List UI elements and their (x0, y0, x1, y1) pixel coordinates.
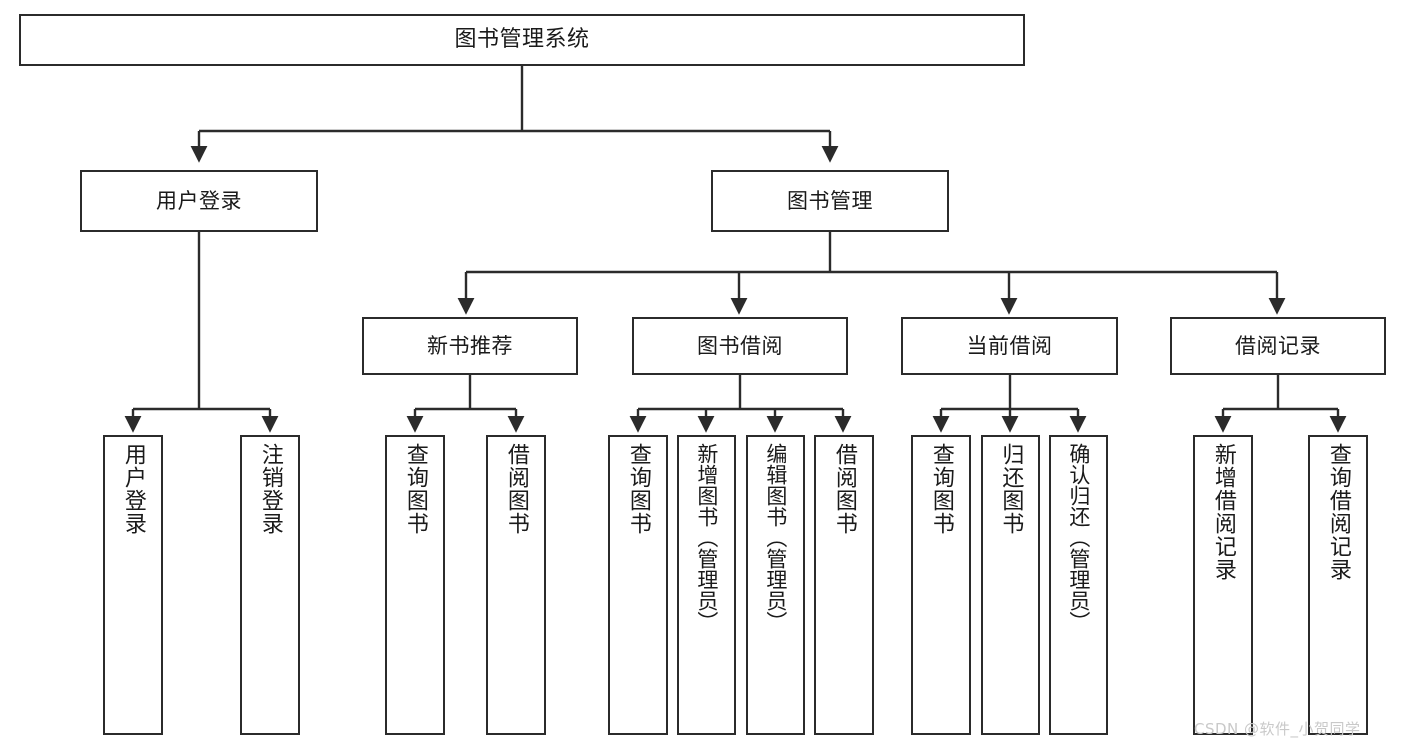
node-label: 新书推荐 (427, 333, 513, 358)
node-root-system[interactable]: 图书管理系统 (19, 14, 1025, 66)
node-label: 编辑图书（管理员） (763, 443, 788, 632)
leaf-current-return-book[interactable]: 归还图书 (981, 435, 1040, 735)
node-label: 借阅图书 (831, 443, 857, 535)
node-current-borrow[interactable]: 当前借阅 (901, 317, 1118, 375)
leaf-borrow-edit-book-admin[interactable]: 编辑图书（管理员） (746, 435, 805, 735)
leaf-current-query-book[interactable]: 查询图书 (911, 435, 971, 735)
node-book-management[interactable]: 图书管理 (711, 170, 949, 232)
node-label: 注销登录 (257, 443, 283, 535)
leaf-current-confirm-return-admin[interactable]: 确认归还（管理员） (1049, 435, 1108, 735)
node-label: 图书借阅 (697, 333, 783, 358)
node-label: 用户登录 (120, 443, 146, 535)
node-label: 查询借阅记录 (1325, 443, 1351, 581)
leaf-record-query-record[interactable]: 查询借阅记录 (1308, 435, 1368, 735)
leaf-logout[interactable]: 注销登录 (240, 435, 300, 735)
node-label: 查询图书 (625, 443, 651, 535)
node-label: 查询图书 (928, 443, 954, 535)
node-label: 用户登录 (156, 188, 242, 213)
node-book-borrow[interactable]: 图书借阅 (632, 317, 848, 375)
node-label: 归还图书 (998, 443, 1024, 535)
node-label: 图书管理 (787, 188, 873, 213)
leaf-borrow-add-book-admin[interactable]: 新增图书（管理员） (677, 435, 736, 735)
node-label: 查询图书 (402, 443, 428, 535)
leaf-borrow-query-book[interactable]: 查询图书 (608, 435, 668, 735)
leaf-newbook-borrow-book[interactable]: 借阅图书 (486, 435, 546, 735)
node-borrow-record[interactable]: 借阅记录 (1170, 317, 1386, 375)
node-label: 图书管理系统 (454, 27, 590, 52)
leaf-borrow-borrow-book[interactable]: 借阅图书 (814, 435, 874, 735)
node-label: 当前借阅 (966, 333, 1053, 358)
node-label: 确认归还（管理员） (1066, 443, 1091, 632)
node-label: 新增图书（管理员） (694, 443, 719, 632)
csdn-watermark: CSDN @软件_小贺同学 (1194, 720, 1361, 738)
node-user-login[interactable]: 用户登录 (80, 170, 318, 232)
leaf-user-login[interactable]: 用户登录 (103, 435, 163, 735)
leaf-record-add-record[interactable]: 新增借阅记录 (1193, 435, 1253, 735)
node-label: 新增借阅记录 (1210, 443, 1236, 581)
node-label: 借阅记录 (1235, 333, 1321, 358)
node-new-book-recommend[interactable]: 新书推荐 (362, 317, 578, 375)
leaf-newbook-query-book[interactable]: 查询图书 (385, 435, 445, 735)
node-label: 借阅图书 (503, 443, 529, 535)
